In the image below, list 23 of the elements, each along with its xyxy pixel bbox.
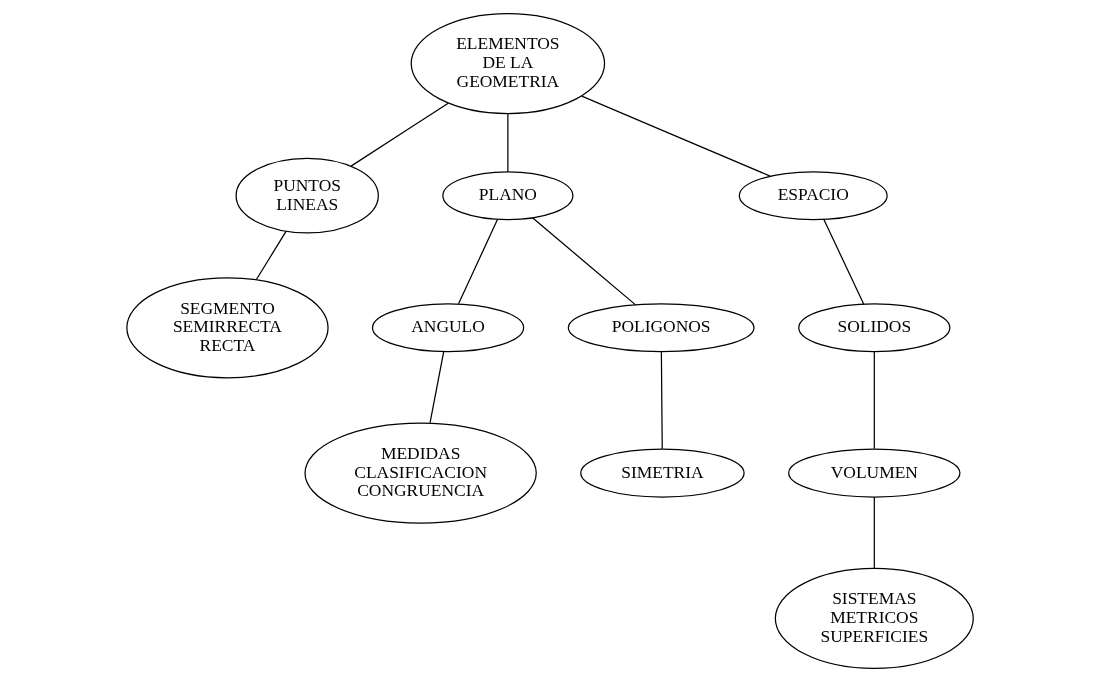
node-ellipse: SEGMENTO SEMIRRECTA RECTA	[126, 277, 329, 379]
node-ellipse: VOLUMEN	[788, 448, 961, 498]
connector	[350, 102, 449, 167]
node-ellipse: SISTEMAS METRICOS SUPERFICIES	[774, 567, 974, 670]
node-ellipse: ANGULO	[371, 303, 525, 353]
node-ellipse: PUNTOS LINEAS	[235, 157, 379, 234]
connector	[581, 95, 771, 177]
connector	[507, 113, 509, 173]
connector	[255, 230, 287, 280]
node-ellipse: POLIGONOS	[567, 303, 755, 353]
node-ellipse: PLANO	[442, 171, 574, 221]
node-ellipse: SIMETRIA	[580, 448, 745, 498]
connector	[873, 351, 875, 450]
connector	[457, 218, 499, 305]
connector	[429, 351, 445, 424]
node-ellipse: ELEMENTOS DE LA GEOMETRIA	[410, 12, 606, 115]
connector	[823, 218, 865, 305]
node-ellipse: MEDIDAS CLASIFICACION CONGRUENCIA	[304, 422, 537, 524]
connector	[531, 217, 637, 306]
node-ellipse: SOLIDOS	[798, 303, 951, 353]
connector	[873, 496, 875, 569]
connector	[660, 351, 663, 450]
node-ellipse: ESPACIO	[738, 171, 888, 221]
